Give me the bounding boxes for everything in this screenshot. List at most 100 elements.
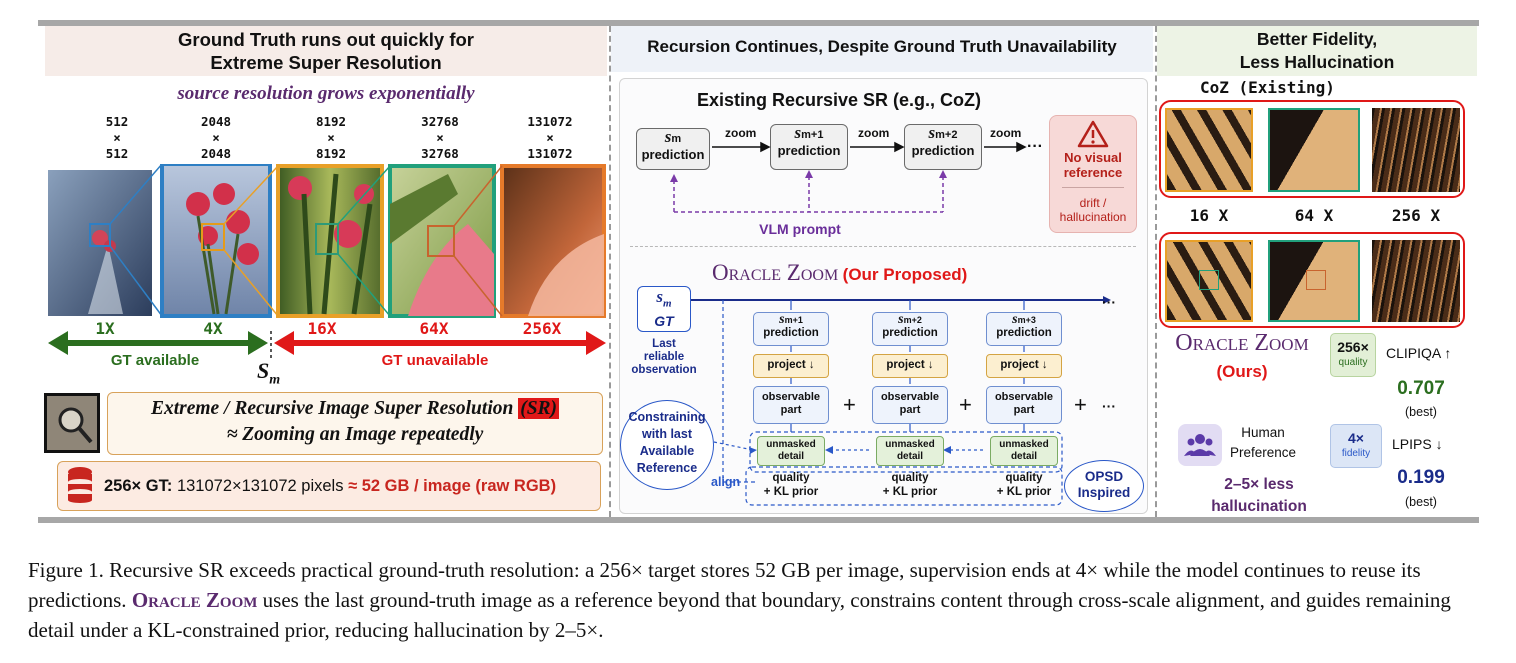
con-line2: with last [641, 427, 692, 441]
human-line2: Preference [1229, 445, 1297, 460]
oracle-title: Oracle Zoom [712, 260, 839, 285]
clipiqa-value: 0.707 [1397, 378, 1445, 399]
step3-label: prediction [911, 143, 975, 158]
zoom-label-3: zoom [990, 126, 1022, 140]
gt-label: GT [654, 313, 674, 330]
step3-sub: m+2 [935, 129, 958, 141]
left-title: Ground Truth runs out quickly for Extrem… [45, 28, 607, 74]
middle-separator [630, 246, 1136, 247]
people-icon [1184, 434, 1216, 456]
database-icon [68, 467, 92, 503]
panel-divider-left [609, 26, 611, 517]
res-1-x: × [113, 130, 121, 145]
warning-text: No visual reference [1049, 150, 1137, 180]
scale-label-256x: 256 X [1391, 206, 1441, 225]
res-label-5: 131072×131072 [495, 114, 605, 162]
panel-divider-right [1155, 26, 1157, 517]
col2-label: prediction [882, 327, 938, 339]
gt-sym-s: s [656, 287, 664, 306]
existing-step-2: sm+1 prediction [770, 124, 848, 170]
unm2-line1: unmasked [885, 439, 935, 450]
zoom-label-4x: 4X [203, 319, 223, 338]
warn-line2: reference [1063, 165, 1123, 180]
quality-badge: 256× quality [1330, 333, 1376, 377]
step2-sym: s [794, 123, 802, 142]
crop-box-2 [201, 223, 225, 251]
obs2-line1: observable [880, 391, 940, 403]
clipiqa-label: CLIPIQA ↑ [1386, 345, 1452, 361]
res-3-bot: 8192 [315, 146, 347, 161]
quality-badge-value: 256× [1337, 339, 1369, 355]
col3-sub: m+3 [1017, 315, 1036, 325]
oracle-suffix: (Our Proposed) [842, 265, 968, 284]
warning-subtext: drift / hallucination [1049, 196, 1137, 224]
col1-sym: s [779, 312, 785, 327]
gt-sym-sub: m [663, 297, 672, 310]
oracle-heading: Oracle Zoom (Our Proposed) [712, 260, 967, 286]
quality-label-1: quality+ KL prior [753, 471, 829, 499]
q2-line2: + KL prior [882, 486, 938, 498]
unm2-line2: detail [896, 451, 924, 462]
crop-box-4 [427, 225, 455, 257]
zoom-label-256x: 256X [522, 319, 562, 338]
res-1-bot: 512 [105, 146, 129, 161]
storage-pixels: 131072×131072 pixels [176, 477, 344, 495]
step2-label: prediction [777, 143, 841, 158]
caption-part1: Figure 1. Recursive SR exceeds practical… [28, 558, 1421, 612]
con-line1: Constraining [628, 410, 706, 424]
warn-line1: No visual [1064, 150, 1122, 165]
obs3-line1: observable [994, 391, 1054, 403]
figure-frame [38, 20, 1479, 523]
project-box-1: project ↓ [753, 354, 829, 378]
coz-crop-64x [1268, 108, 1360, 192]
unm1-line2: detail [777, 451, 805, 462]
storage-prefix: 256× GT: [104, 477, 173, 495]
hallucination-claim: 2–5× less hallucination [1184, 474, 1334, 518]
step2-sub: m+1 [801, 129, 824, 141]
plus-ellipsis: ··· [1102, 398, 1116, 414]
fidelity-badge-label: fidelity [1341, 448, 1371, 459]
res-4-bot: 32768 [421, 146, 459, 161]
q1-line2: + KL prior [763, 486, 819, 498]
opsd-badge [1064, 460, 1144, 512]
unm1-line1: unmasked [766, 439, 816, 450]
col3-label: prediction [996, 327, 1052, 339]
res-5-bot: 131072 [527, 146, 573, 161]
fidelity-badge: 4× fidelity [1330, 424, 1382, 468]
lpips-best: (best) [1405, 495, 1437, 509]
crop-box-1 [89, 223, 111, 247]
oracle-ellipsis: ··· [1102, 294, 1116, 310]
res-label-2: 2048×2048 [161, 114, 271, 162]
scale-label-16x: 16 X [1189, 206, 1229, 225]
right-title-band [1157, 26, 1477, 76]
existing-step-3: sm+2 prediction [904, 124, 982, 170]
coz-crop-256x [1372, 108, 1460, 192]
sm-gt-box: sm GT [637, 286, 691, 332]
plus-2: + [959, 392, 972, 417]
sr-line1-text: Extreme / Recursive Image Super Resoluti… [150, 398, 514, 419]
col2-sym: s [898, 312, 904, 327]
res-2-bot: 2048 [200, 146, 232, 161]
last-line2: reliable [643, 351, 685, 363]
sr-tag: (SR) [518, 398, 560, 419]
oracle-frame [1159, 232, 1465, 328]
gt-available-label: GT available [110, 352, 200, 369]
constraining-text: Constraining with last Available Referen… [620, 409, 714, 477]
human-preference-label: Human Preference [1224, 423, 1302, 463]
oracle-crop-64x [1268, 240, 1360, 322]
constraining-circle [620, 400, 714, 490]
left-title-line2: Extreme Super Resolution [210, 52, 442, 73]
halluc-line2: hallucination [1211, 498, 1307, 515]
step3-sym: s [928, 123, 936, 142]
sm-symbol: S [257, 358, 270, 383]
plus-3: + [1074, 392, 1087, 417]
storage-box [57, 461, 601, 511]
